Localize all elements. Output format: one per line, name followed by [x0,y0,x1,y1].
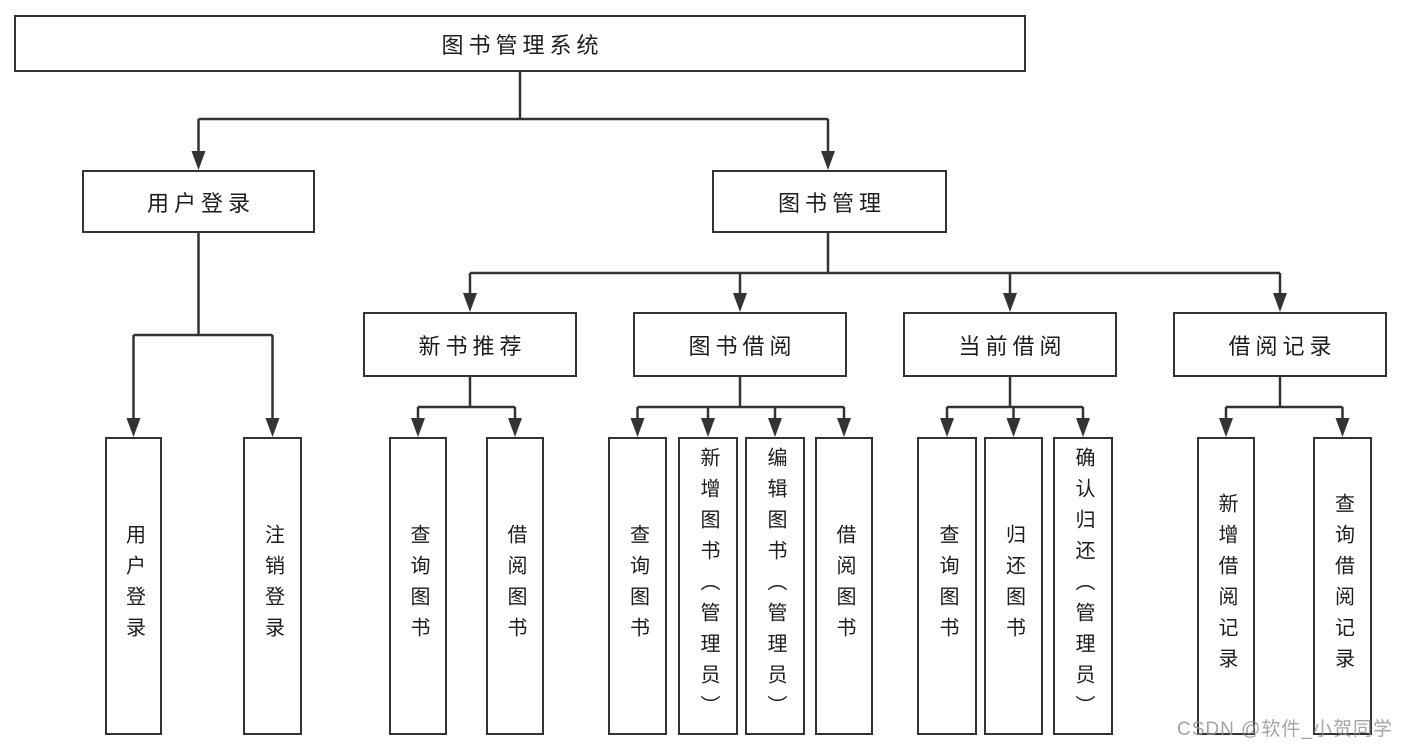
node-label: 注销登录 [261,524,284,648]
node-label: 确认归还（管理员） [1072,446,1094,726]
node-label: 查询借阅记录 [1331,493,1354,679]
node-leaf-query-books-current: 查询图书 [917,437,977,735]
node-leaf-logout: 注销登录 [243,437,302,735]
node-leaf-add-borrow-record: 新增借阅记录 [1197,437,1255,735]
node-leaf-borrow-books: 借阅图书 [815,437,873,735]
node-current-borrowing: 当前借阅 [903,312,1117,377]
node-library-management-system: 图书管理系统 [14,15,1026,72]
connector-user-login-children [126,233,280,437]
node-label: 查询图书 [407,524,429,648]
node-label: 图书管理系统 [441,32,604,58]
node-leaf-query-books-borrowing: 查询图书 [608,437,667,735]
node-leaf-add-books-admin: 新增图书（管理员） [678,437,738,735]
node-label: 用户登录 [122,524,145,648]
node-book-borrowing: 图书借阅 [633,312,847,377]
connector-borrowing-records-children [1219,377,1350,437]
node-user-login: 用户登录 [82,170,315,233]
connector-book-management-children [463,233,1287,312]
node-leaf-query-borrow-record: 查询借阅记录 [1313,437,1372,735]
node-label: 查询图书 [936,524,958,648]
node-book-management: 图书管理 [712,170,947,233]
node-label: 编辑图书（管理员） [764,446,786,726]
node-label: 借阅图书 [504,524,526,648]
node-leaf-return-books: 归还图书 [984,437,1043,735]
node-new-book-recommend: 新书推荐 [363,312,577,377]
connector-root-to-level2 [191,72,835,170]
node-label: 用户登录 [146,190,255,216]
connector-book-borrowing-children [630,377,851,437]
node-label: 新增图书（管理员） [697,446,719,726]
node-leaf-user-login: 用户登录 [105,437,162,735]
node-borrowing-records: 借阅记录 [1173,312,1387,377]
node-leaf-confirm-return-admin: 确认归还（管理员） [1053,437,1113,735]
node-label: 借阅图书 [833,524,855,648]
node-label: 新书推荐 [418,333,527,359]
node-label: 新增借阅记录 [1215,493,1237,679]
node-label: 借阅记录 [1228,333,1337,359]
node-label: 查询图书 [626,524,649,648]
node-leaf-borrow-books-recommend: 借阅图书 [486,437,544,735]
connector-current-borrowing-children [940,377,1090,437]
connector-new-book-recommend-children [411,377,522,437]
node-label: 当前借阅 [958,333,1067,359]
node-label: 图书借阅 [688,333,797,359]
node-leaf-query-books-recommend: 查询图书 [389,437,447,735]
csdn-watermark: CSDN @软件_小贺同学 [1177,719,1393,740]
node-leaf-edit-books-admin: 编辑图书（管理员） [745,437,805,735]
node-label: 图书管理 [777,190,886,216]
node-label: 归还图书 [1002,524,1025,648]
